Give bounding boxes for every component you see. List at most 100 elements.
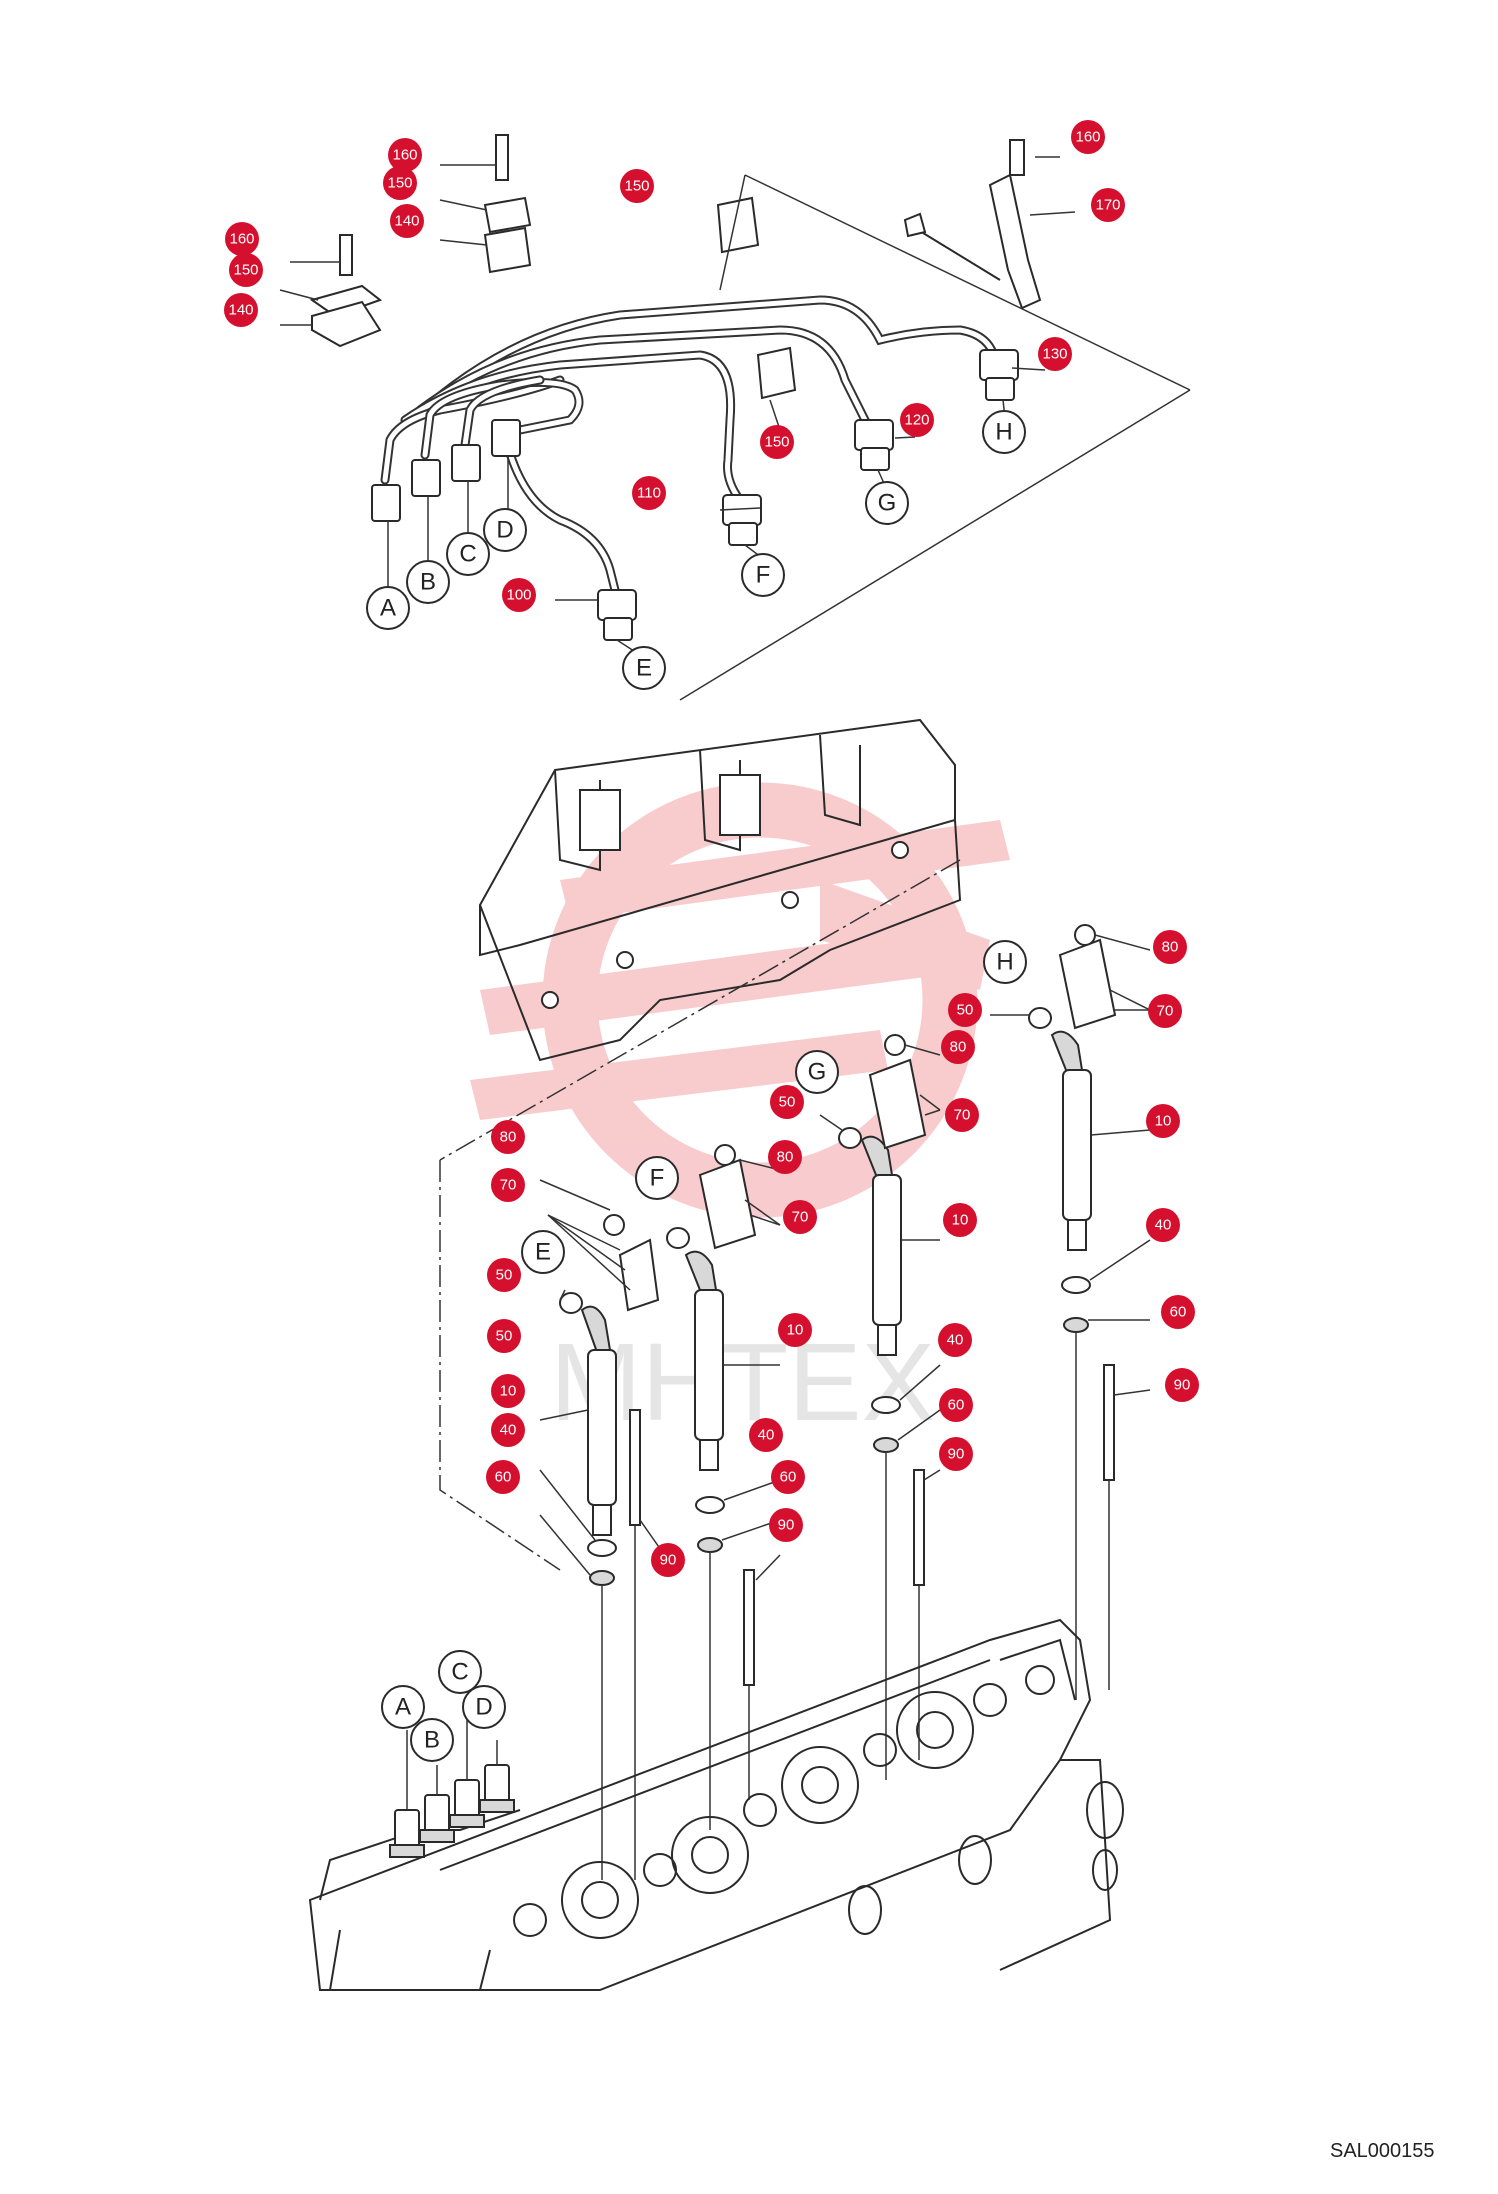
injectors (559, 924, 1117, 1686)
svg-text:60: 60 (780, 1469, 797, 1486)
svg-text:D: D (496, 517, 513, 544)
svg-text:40: 40 (947, 1332, 964, 1349)
callout-160: 160 (388, 138, 422, 172)
callout-110: 110 (632, 476, 666, 510)
svg-text:B: B (424, 1727, 440, 1754)
svg-text:90: 90 (948, 1446, 965, 1463)
pipe-clamps (309, 134, 1042, 400)
diagram-code: SAL000155 (1330, 2140, 1435, 2162)
callout-40: 40 (1146, 1208, 1180, 1242)
callout-50: 50 (770, 1085, 804, 1119)
callout-60: 60 (771, 1460, 805, 1494)
svg-text:60: 60 (1170, 1304, 1187, 1321)
svg-text:160: 160 (229, 231, 254, 248)
svg-text:90: 90 (778, 1517, 795, 1534)
svg-text:170: 170 (1095, 197, 1120, 214)
svg-text:50: 50 (496, 1328, 513, 1345)
callout-120: 120 (900, 403, 934, 437)
callout-10: 10 (1146, 1104, 1180, 1138)
callout-50: 50 (948, 993, 982, 1027)
callout-150: 150 (620, 169, 654, 203)
callout-40: 40 (491, 1413, 525, 1447)
callout-90: 90 (1165, 1368, 1199, 1402)
callout-90: 90 (769, 1508, 803, 1542)
svg-text:E: E (636, 655, 652, 682)
cylinder-head (308, 1618, 1124, 1991)
svg-text:150: 150 (233, 262, 258, 279)
callout-10: 10 (491, 1374, 525, 1408)
svg-text:140: 140 (394, 213, 419, 230)
svg-text:80: 80 (500, 1129, 517, 1146)
connection-letter-f: F (741, 553, 785, 597)
svg-text:140: 140 (228, 302, 253, 319)
callout-150: 150 (229, 253, 263, 287)
svg-text:90: 90 (660, 1552, 677, 1569)
svg-text:40: 40 (500, 1422, 517, 1439)
injector-1 (559, 1214, 660, 1586)
svg-text:160: 160 (1075, 129, 1100, 146)
callout-70: 70 (1148, 994, 1182, 1028)
connection-letter-b: B (410, 1718, 454, 1762)
connection-letter-h: H (982, 410, 1026, 454)
svg-text:C: C (451, 1659, 468, 1686)
svg-text:10: 10 (787, 1322, 804, 1339)
connection-letter-d: D (483, 508, 527, 552)
injector-2 (666, 1144, 757, 1686)
callout-130: 130 (1038, 337, 1072, 371)
svg-text:150: 150 (764, 434, 789, 451)
callout-80: 80 (491, 1120, 525, 1154)
svg-text:50: 50 (779, 1094, 796, 1111)
connection-letter-g: G (795, 1050, 839, 1094)
connection-letter-a: A (366, 586, 410, 630)
leader-lines-middle (539, 934, 1151, 1880)
connection-letter-b: B (406, 560, 450, 604)
svg-text:110: 110 (637, 485, 661, 502)
callout-40: 40 (938, 1323, 972, 1357)
svg-text:A: A (380, 595, 396, 622)
connection-letter-g: G (865, 481, 909, 525)
callout-70: 70 (783, 1200, 817, 1234)
svg-text:150: 150 (624, 178, 649, 195)
svg-text:120: 120 (904, 412, 929, 429)
callout-90: 90 (939, 1437, 973, 1471)
manifold-outline (439, 718, 962, 1571)
svg-text:150: 150 (387, 175, 412, 192)
svg-text:60: 60 (948, 1397, 965, 1414)
svg-text:F: F (650, 1165, 665, 1192)
svg-text:40: 40 (758, 1427, 775, 1444)
callout-60: 60 (1161, 1295, 1195, 1329)
callout-80: 80 (1153, 930, 1187, 964)
callout-140: 140 (390, 204, 424, 238)
svg-text:100: 100 (506, 587, 531, 604)
callout-160: 160 (1071, 120, 1105, 154)
svg-text:70: 70 (792, 1209, 809, 1226)
connection-letter-h: H (983, 940, 1027, 984)
svg-text:B: B (420, 569, 436, 596)
svg-text:60: 60 (495, 1469, 512, 1486)
svg-text:80: 80 (1162, 939, 1179, 956)
connection-letter-e: E (622, 646, 666, 690)
callout-80: 80 (768, 1140, 802, 1174)
callout-70: 70 (945, 1098, 979, 1132)
svg-text:40: 40 (1155, 1217, 1172, 1234)
svg-text:C: C (459, 541, 476, 568)
svg-text:H: H (995, 419, 1012, 446)
callout-150: 150 (383, 166, 417, 200)
svg-text:70: 70 (500, 1177, 517, 1194)
injector-4 (1028, 924, 1117, 1481)
svg-text:160: 160 (392, 147, 417, 164)
callout-70: 70 (491, 1168, 525, 1202)
svg-text:H: H (996, 949, 1013, 976)
svg-text:D: D (475, 1694, 492, 1721)
svg-text:70: 70 (1157, 1003, 1174, 1020)
svg-text:130: 130 (1042, 346, 1067, 363)
svg-text:50: 50 (496, 1267, 513, 1284)
svg-text:10: 10 (500, 1383, 517, 1400)
svg-text:80: 80 (950, 1039, 967, 1056)
svg-text:F: F (756, 562, 771, 589)
svg-text:10: 10 (952, 1212, 969, 1229)
callout-50: 50 (487, 1319, 521, 1353)
svg-text:10: 10 (1155, 1113, 1172, 1130)
callout-60: 60 (486, 1460, 520, 1494)
